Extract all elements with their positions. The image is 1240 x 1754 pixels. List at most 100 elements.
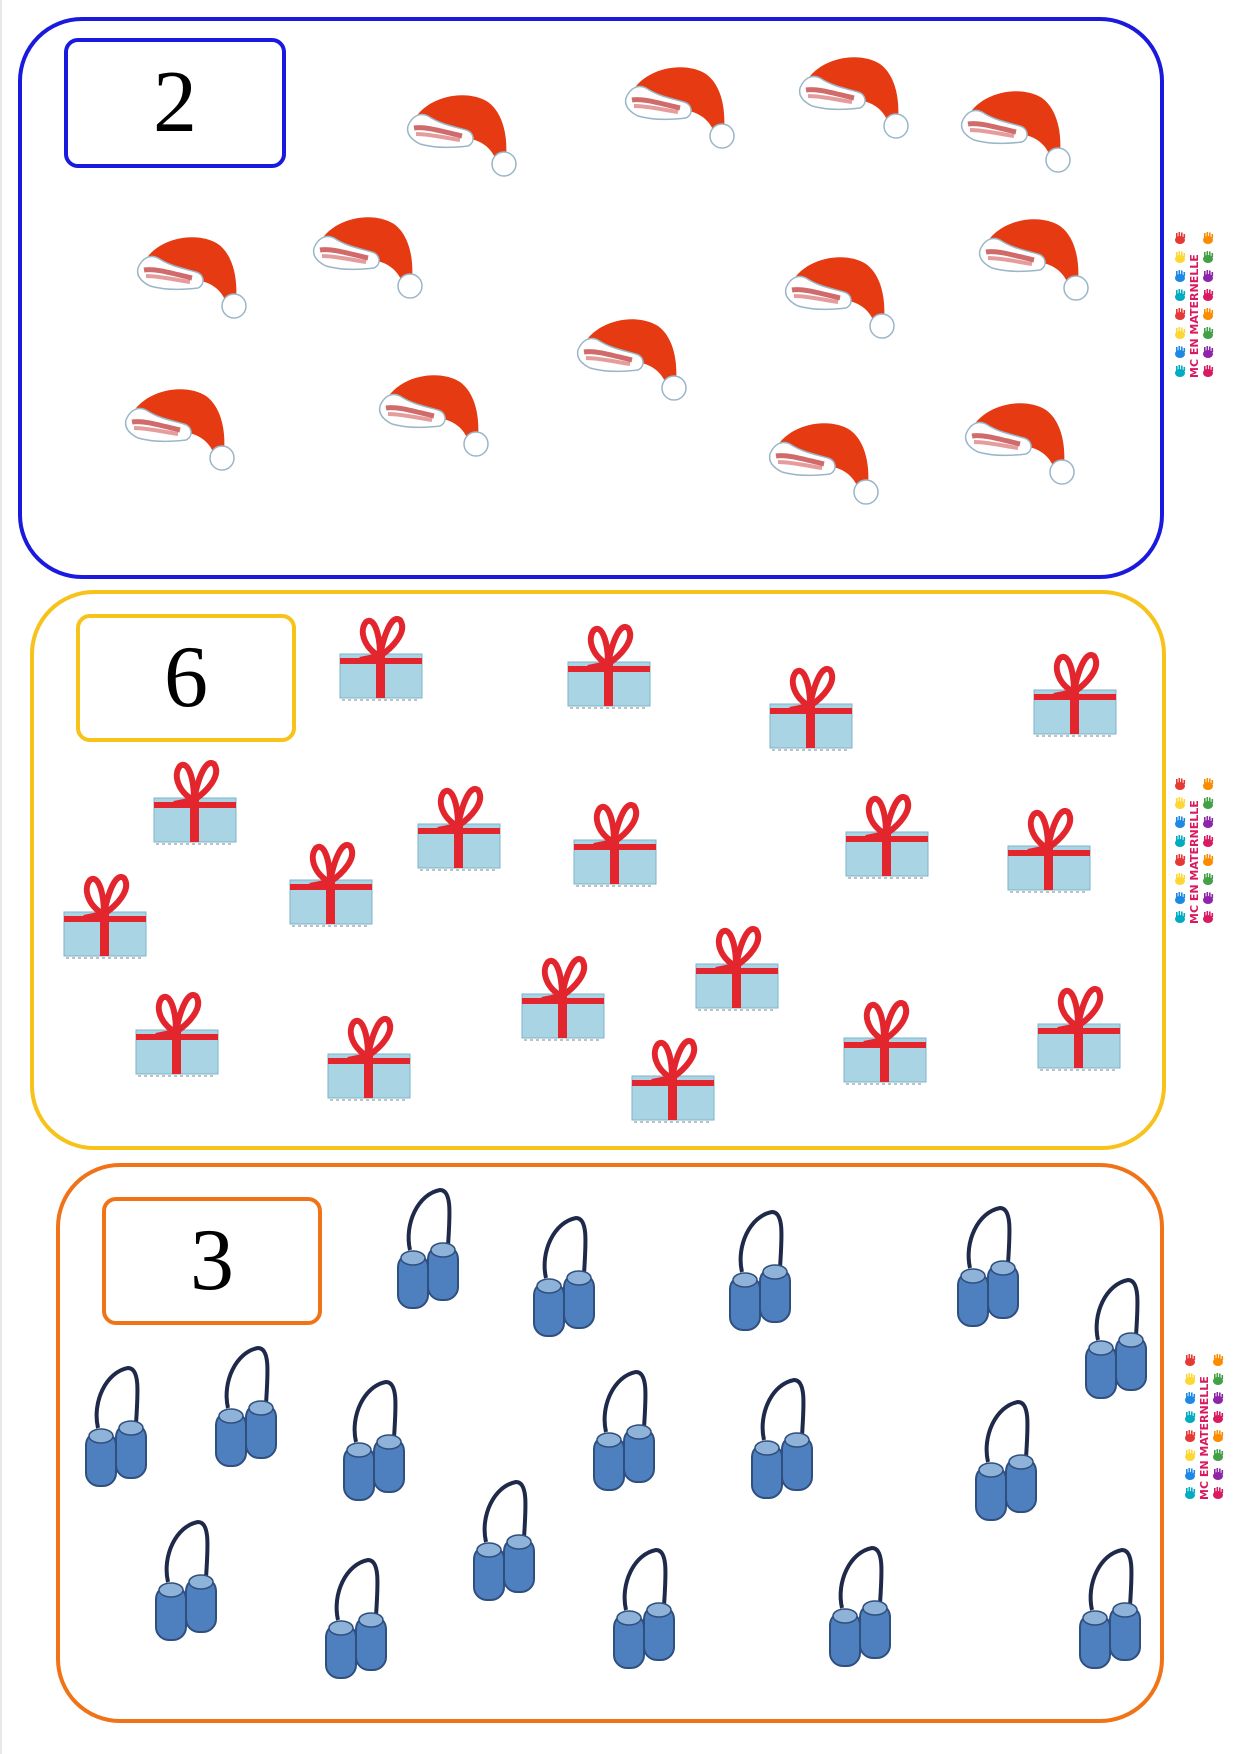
hand-icon: [1185, 1468, 1196, 1480]
hat-9[interactable]: [574, 306, 694, 406]
number-box-binoculars[interactable]: 3: [102, 1197, 322, 1325]
hand-icon: [1203, 270, 1214, 282]
gift-7[interactable]: [570, 800, 660, 892]
binoculars-9[interactable]: [590, 1366, 668, 1498]
gift-5[interactable]: [150, 758, 240, 850]
gift-3[interactable]: [766, 664, 856, 756]
hand-icon: [1185, 1411, 1196, 1423]
hat-icon: [960, 91, 1071, 173]
hand-icon: [1213, 1430, 1224, 1442]
binoculars-15[interactable]: [826, 1542, 904, 1674]
colored-hands-logo: MC EN MATERNELLE: [1172, 776, 1216, 932]
hand-icon: [1203, 251, 1214, 263]
binoculars-icon: [829, 1545, 891, 1667]
gift-9[interactable]: [1004, 806, 1094, 898]
hand-icon: [1203, 873, 1214, 885]
hat-7[interactable]: [782, 244, 902, 344]
gift-icon: [1037, 985, 1121, 1071]
hat-6[interactable]: [310, 204, 430, 304]
hat-icon: [576, 319, 687, 401]
gift-icon: [845, 793, 929, 879]
hand-icon: [1175, 892, 1186, 904]
binoculars-8[interactable]: [340, 1376, 418, 1508]
gift-1[interactable]: [336, 614, 426, 706]
colored-hands-logo: MC EN MATERNELLE: [1172, 230, 1216, 386]
hat-12[interactable]: [766, 410, 886, 510]
hand-icon: [1175, 270, 1186, 282]
hand-icon: [1175, 778, 1186, 790]
hat-icon: [798, 57, 909, 139]
gift-16[interactable]: [840, 998, 930, 1090]
binoculars-3[interactable]: [726, 1206, 804, 1338]
gift-13[interactable]: [518, 954, 608, 1046]
gift-12[interactable]: [692, 924, 782, 1016]
hand-icon: [1175, 816, 1186, 828]
colored-hands-logo: MC EN MATERNELLE: [1182, 1352, 1226, 1508]
hand-icon: [1203, 346, 1214, 358]
binoculars-icon: [613, 1547, 675, 1669]
hand-icon: [1213, 1373, 1224, 1385]
binoculars-icon: [751, 1377, 813, 1499]
gift-11[interactable]: [60, 872, 150, 964]
hand-icon: [1175, 327, 1186, 339]
hat-icon: [768, 423, 879, 505]
number-label: 3: [190, 1212, 234, 1309]
gift-6[interactable]: [414, 784, 504, 876]
gift-icon: [63, 873, 147, 959]
logo-text: MC EN MATERNELLE: [1188, 254, 1201, 378]
binoculars-icon: [729, 1209, 791, 1331]
gift-icon: [1033, 651, 1117, 737]
hand-icon: [1213, 1449, 1224, 1461]
binoculars-16[interactable]: [1076, 1544, 1154, 1676]
hat-8[interactable]: [976, 206, 1096, 306]
gift-icon: [289, 841, 373, 927]
hand-icon: [1213, 1468, 1224, 1480]
hand-icon: [1175, 873, 1186, 885]
hand-icon: [1185, 1373, 1196, 1385]
hat-2[interactable]: [622, 54, 742, 154]
gift-15[interactable]: [324, 1014, 414, 1106]
gift-4[interactable]: [1030, 650, 1120, 742]
page-edge: [0, 0, 2, 1754]
hat-icon: [978, 219, 1089, 301]
hat-icon: [784, 257, 895, 339]
binoculars-2[interactable]: [530, 1212, 608, 1344]
binoculars-7[interactable]: [212, 1342, 290, 1474]
number-box-gifts[interactable]: 6: [76, 614, 296, 742]
hat-5[interactable]: [134, 224, 254, 324]
gift-icon: [339, 615, 423, 701]
binoculars-13[interactable]: [470, 1476, 548, 1608]
binoculars-4[interactable]: [954, 1202, 1032, 1334]
hat-4[interactable]: [958, 78, 1078, 178]
hat-10[interactable]: [122, 376, 242, 476]
binoculars-10[interactable]: [748, 1374, 826, 1506]
hat-1[interactable]: [404, 82, 524, 182]
gift-18[interactable]: [628, 1036, 718, 1128]
hand-icon: [1175, 289, 1186, 301]
binoculars-11[interactable]: [972, 1396, 1050, 1528]
binoculars-1[interactable]: [394, 1184, 472, 1316]
hat-11[interactable]: [376, 362, 496, 462]
binoculars-12[interactable]: [152, 1516, 230, 1648]
binoculars-icon: [155, 1519, 217, 1641]
gift-8[interactable]: [842, 792, 932, 884]
binoculars-17[interactable]: [322, 1554, 400, 1686]
hat-3[interactable]: [796, 44, 916, 144]
hat-icon: [124, 389, 235, 471]
binoculars-5[interactable]: [1082, 1274, 1160, 1406]
binoculars-icon: [85, 1365, 147, 1487]
hat-icon: [964, 403, 1075, 485]
hat-icon: [406, 95, 517, 177]
gift-14[interactable]: [132, 990, 222, 1082]
gift-2[interactable]: [564, 622, 654, 714]
gift-17[interactable]: [1034, 984, 1124, 1076]
hand-icon: [1175, 346, 1186, 358]
hand-icon: [1203, 365, 1214, 377]
hat-13[interactable]: [962, 390, 1082, 490]
hand-icon: [1213, 1392, 1224, 1404]
number-box-hats[interactable]: 2: [64, 38, 286, 168]
gift-10[interactable]: [286, 840, 376, 932]
binoculars-14[interactable]: [610, 1544, 688, 1676]
binoculars-6[interactable]: [82, 1362, 160, 1494]
gift-icon: [327, 1015, 411, 1101]
